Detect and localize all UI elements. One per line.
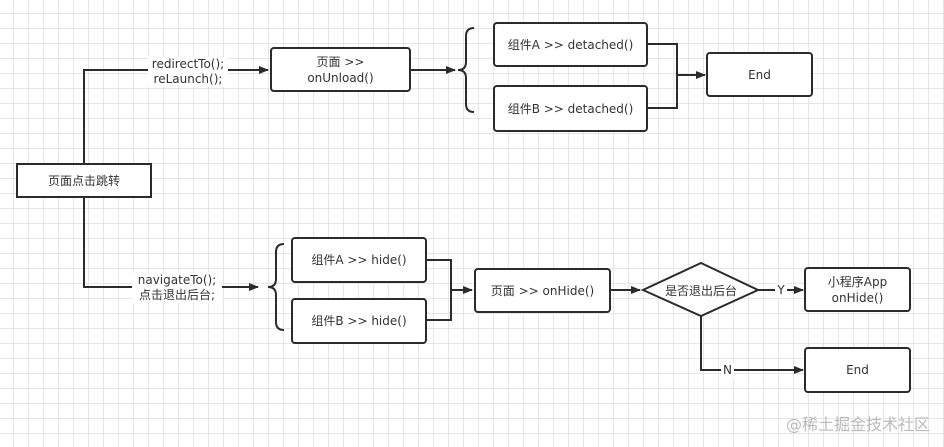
page-onunload-node: 页面 >> onUnload() — [270, 47, 411, 92]
no-label: N — [721, 363, 734, 378]
end-node-top: End — [706, 52, 813, 97]
yes-label: Y — [775, 283, 787, 298]
brace-bottom — [267, 243, 285, 331]
component-a-hide-node: 组件A >> hide() — [291, 237, 427, 283]
edge-no — [700, 316, 803, 371]
decision-diamond — [640, 261, 761, 318]
start-node: 页面点击跳转 — [16, 163, 152, 198]
edge-hide-merge — [426, 259, 452, 321]
component-a-detached-node: 组件A >> detached() — [493, 22, 648, 67]
decision-label: 是否退出后台 — [664, 284, 737, 298]
page-onhide-node: 页面 >> onHide() — [474, 268, 611, 313]
component-b-hide-node: 组件B >> hide() — [291, 298, 427, 344]
edge-label-navigate: navigateTo(); 点击退出后台; — [132, 273, 222, 303]
end-node-bottom: End — [804, 347, 911, 393]
brace-top — [457, 27, 475, 113]
app-onhide-node: 小程序App onHide() — [804, 267, 911, 312]
watermark: @稀土掘金技术社区 — [785, 415, 930, 434]
edge-label-redirect: redirectTo(); reLaunch(); — [148, 57, 228, 87]
component-b-detached-node: 组件B >> detached() — [493, 85, 648, 132]
